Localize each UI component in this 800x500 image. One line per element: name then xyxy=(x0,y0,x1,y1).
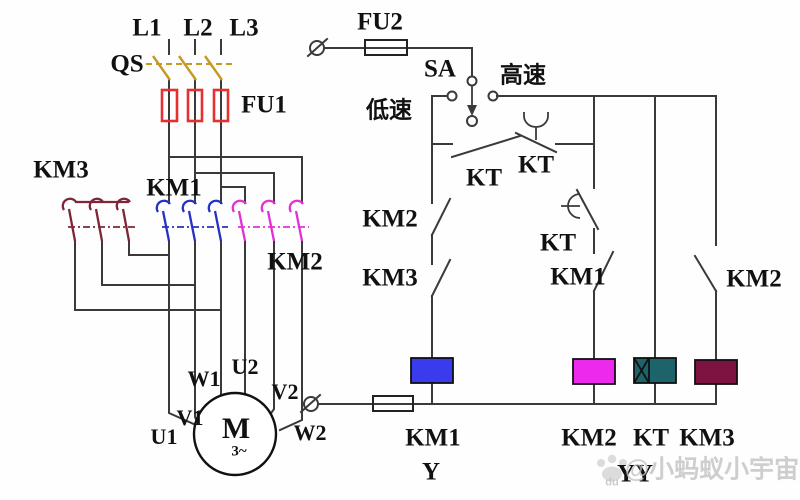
fu2-label: FU2 xyxy=(357,8,403,36)
coil-kt xyxy=(633,357,677,384)
control-fuse xyxy=(372,395,414,412)
watermark-paw-icon xyxy=(597,454,627,482)
watermark-badge: du xyxy=(605,476,619,489)
coil-km1-label: KM1 xyxy=(405,424,461,452)
kt-delay-no-contact xyxy=(575,188,600,231)
fu1-label: FU1 xyxy=(241,91,287,119)
terminal-w1: W1 xyxy=(187,366,221,391)
motor-phase-mark: 3~ xyxy=(231,443,247,460)
kt-delay-arc xyxy=(561,193,581,219)
kt-delay-cup xyxy=(523,112,549,140)
km2-nc-contact xyxy=(430,197,452,237)
power-circuit-wiring xyxy=(74,39,303,432)
kt-delay-nc-contact xyxy=(514,131,558,154)
fu1-fuses xyxy=(160,88,230,123)
sa-arrow xyxy=(467,105,477,116)
km1-main-label: KM1 xyxy=(146,174,202,202)
coil-km2 xyxy=(572,358,616,385)
coil-km1-note: Y xyxy=(421,458,441,486)
sa-label: SA xyxy=(424,55,456,83)
km3-nc-contact xyxy=(430,258,452,298)
km2-nc-right-label: KM2 xyxy=(726,265,782,293)
coil-kt-label: KT xyxy=(632,424,670,452)
phase-label-l3: L3 xyxy=(229,14,259,42)
phase-label-l2: L2 xyxy=(183,14,213,42)
km1-main-contacts xyxy=(155,199,228,242)
terminal-w2: W2 xyxy=(293,420,327,445)
km1-no-label: KM1 xyxy=(550,263,606,291)
coil-km1 xyxy=(410,357,454,384)
kt-delay-nc-label: KT xyxy=(517,151,555,179)
kt-delay-no-label: KT xyxy=(539,229,577,257)
qs-isolator-switch xyxy=(146,55,232,81)
km3-main-label: KM3 xyxy=(33,156,89,184)
km3-nc-label: KM3 xyxy=(362,264,418,292)
watermark-text: @小蚂蚁小宇宙 xyxy=(624,455,800,484)
terminal-v2: V2 xyxy=(271,379,299,404)
sa-selector-switch xyxy=(446,75,499,127)
low-speed-label: 低速 xyxy=(366,97,412,123)
km2-main-label: KM2 xyxy=(267,248,323,276)
km2-nc-right-contact xyxy=(693,254,718,293)
qs-label: QS xyxy=(110,50,144,78)
motor-label: M xyxy=(221,412,251,445)
kt-contact-label: KT xyxy=(465,164,503,192)
motor-symbol xyxy=(192,391,278,477)
terminal-v1: V1 xyxy=(176,405,204,430)
control-circuit-wiring xyxy=(299,37,718,414)
coil-km3-label: KM3 xyxy=(679,424,735,452)
fu2-fuse xyxy=(364,39,408,56)
km2-nc-label: KM2 xyxy=(362,205,418,233)
phase-label-l1: L1 xyxy=(132,14,162,42)
coil-km3 xyxy=(694,359,738,385)
high-speed-label: 高速 xyxy=(500,62,546,88)
terminal-u1: U1 xyxy=(150,424,178,449)
km1-no-contact xyxy=(592,250,615,293)
kt-no-contact xyxy=(450,134,522,159)
terminal-u2: U2 xyxy=(231,354,259,379)
coil-km2-label: KM2 xyxy=(561,424,617,452)
km2-main-contacts xyxy=(231,199,309,242)
km3-star-contacts xyxy=(61,197,136,242)
coil-yy-note: YY xyxy=(616,460,654,488)
